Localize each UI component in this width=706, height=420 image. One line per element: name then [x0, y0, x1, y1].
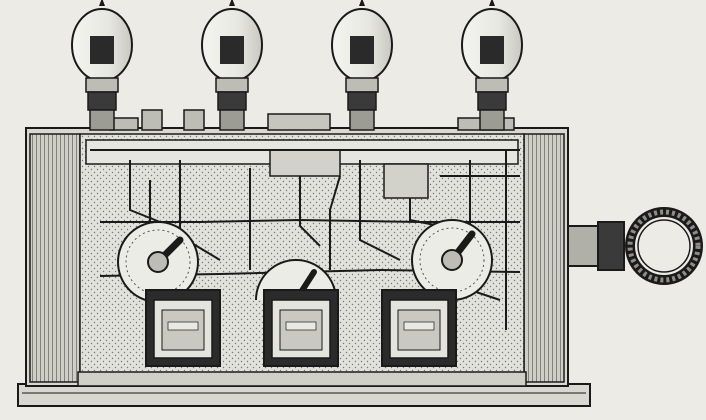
- vacuum-tube-2: [201, 0, 263, 131]
- loop-antenna: [567, 207, 703, 285]
- top-shelf: [85, 109, 519, 199]
- vacuum-tube-1: [71, 0, 133, 131]
- transformer-1: [145, 289, 221, 367]
- rheostat-left: [117, 221, 199, 303]
- vacuum-tube-3: [331, 0, 393, 131]
- transformer-2: [263, 289, 339, 367]
- vacuum-tube-4: [461, 0, 523, 131]
- rheostat-right: [411, 219, 493, 301]
- transformer-3: [381, 289, 457, 367]
